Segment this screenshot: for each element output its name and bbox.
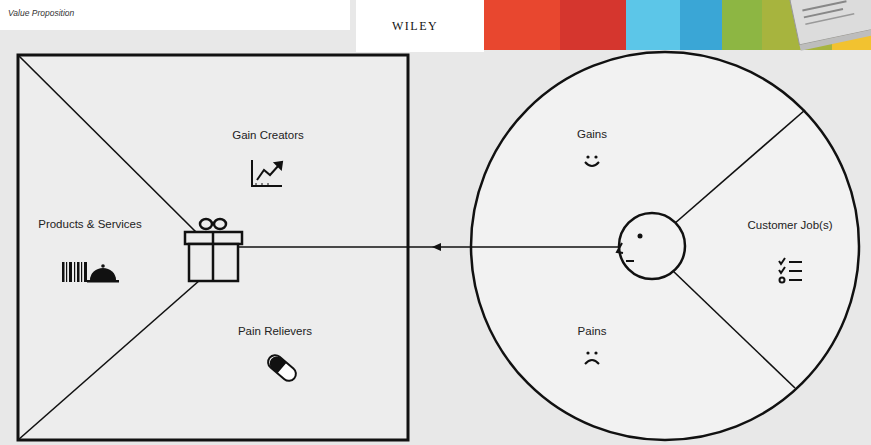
- section-label: Products & Services: [30, 218, 150, 231]
- book-image: [790, 0, 871, 51]
- color-stripe: [626, 0, 680, 50]
- color-stripe: [560, 0, 626, 50]
- color-stripe: [484, 0, 560, 50]
- checklist-icon: [779, 258, 802, 283]
- barcode-cloche-icon: [62, 262, 119, 283]
- section-label: Gains: [552, 128, 632, 141]
- frown-icon: [585, 351, 599, 364]
- canvas-section: Pains: [470, 247, 795, 440]
- divider-line: [18, 55, 200, 236]
- fit-arrow: [213, 246, 630, 248]
- pill-icon: [265, 352, 299, 383]
- color-stripe: [722, 0, 762, 50]
- smiley-icon: [585, 155, 599, 166]
- publisher-name: WILEY: [392, 19, 438, 34]
- customer-face: [617, 213, 685, 279]
- section-label: Pains: [552, 325, 632, 338]
- page-title: Value Proposition: [8, 8, 74, 18]
- divider-line: [18, 280, 200, 440]
- color-stripe: [680, 0, 722, 50]
- canvas-section: Products & Services: [18, 55, 213, 440]
- gift-icon: [185, 219, 242, 281]
- divider-line: [672, 270, 795, 388]
- canvas-section: Gains: [470, 52, 810, 247]
- canvas-section: Pain Relievers: [18, 247, 408, 440]
- section-label: Customer Job(s): [730, 219, 850, 232]
- section-label: Gain Creators: [208, 129, 328, 142]
- divider-line: [674, 110, 805, 224]
- publisher-box: [356, 0, 484, 52]
- customer-profile-circle: [471, 52, 859, 440]
- chart-icon: [252, 160, 282, 186]
- section-label: Pain Relievers: [215, 325, 335, 338]
- canvas-section: Gain Creators: [18, 55, 408, 247]
- canvas-section: Customer Job(s): [630, 52, 860, 440]
- header-strip: [0, 0, 350, 30]
